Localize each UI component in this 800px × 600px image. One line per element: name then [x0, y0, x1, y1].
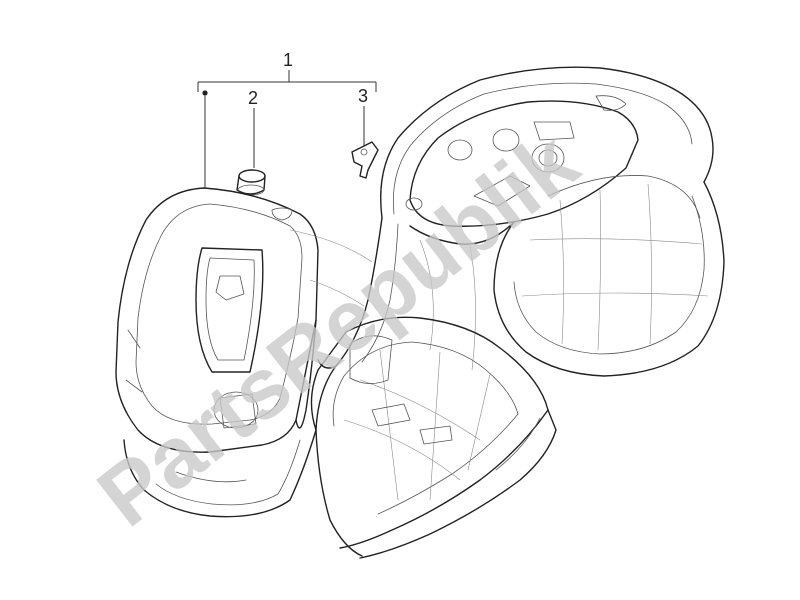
watermark-text: PartsRepublik: [81, 113, 596, 545]
part-bracket: [351, 141, 379, 179]
callout-3: 3: [358, 86, 368, 106]
part-grommet: [236, 169, 266, 196]
callout-2: 2: [248, 88, 258, 108]
part-frame-body: [123, 66, 725, 559]
callout-1: 1: [283, 50, 293, 70]
watermark: PartsRepublik: [81, 113, 596, 545]
callout-lines: [197, 70, 377, 188]
callout-labels: 1 2 3: [248, 50, 368, 108]
part-leg-shield-panel: [115, 187, 319, 453]
